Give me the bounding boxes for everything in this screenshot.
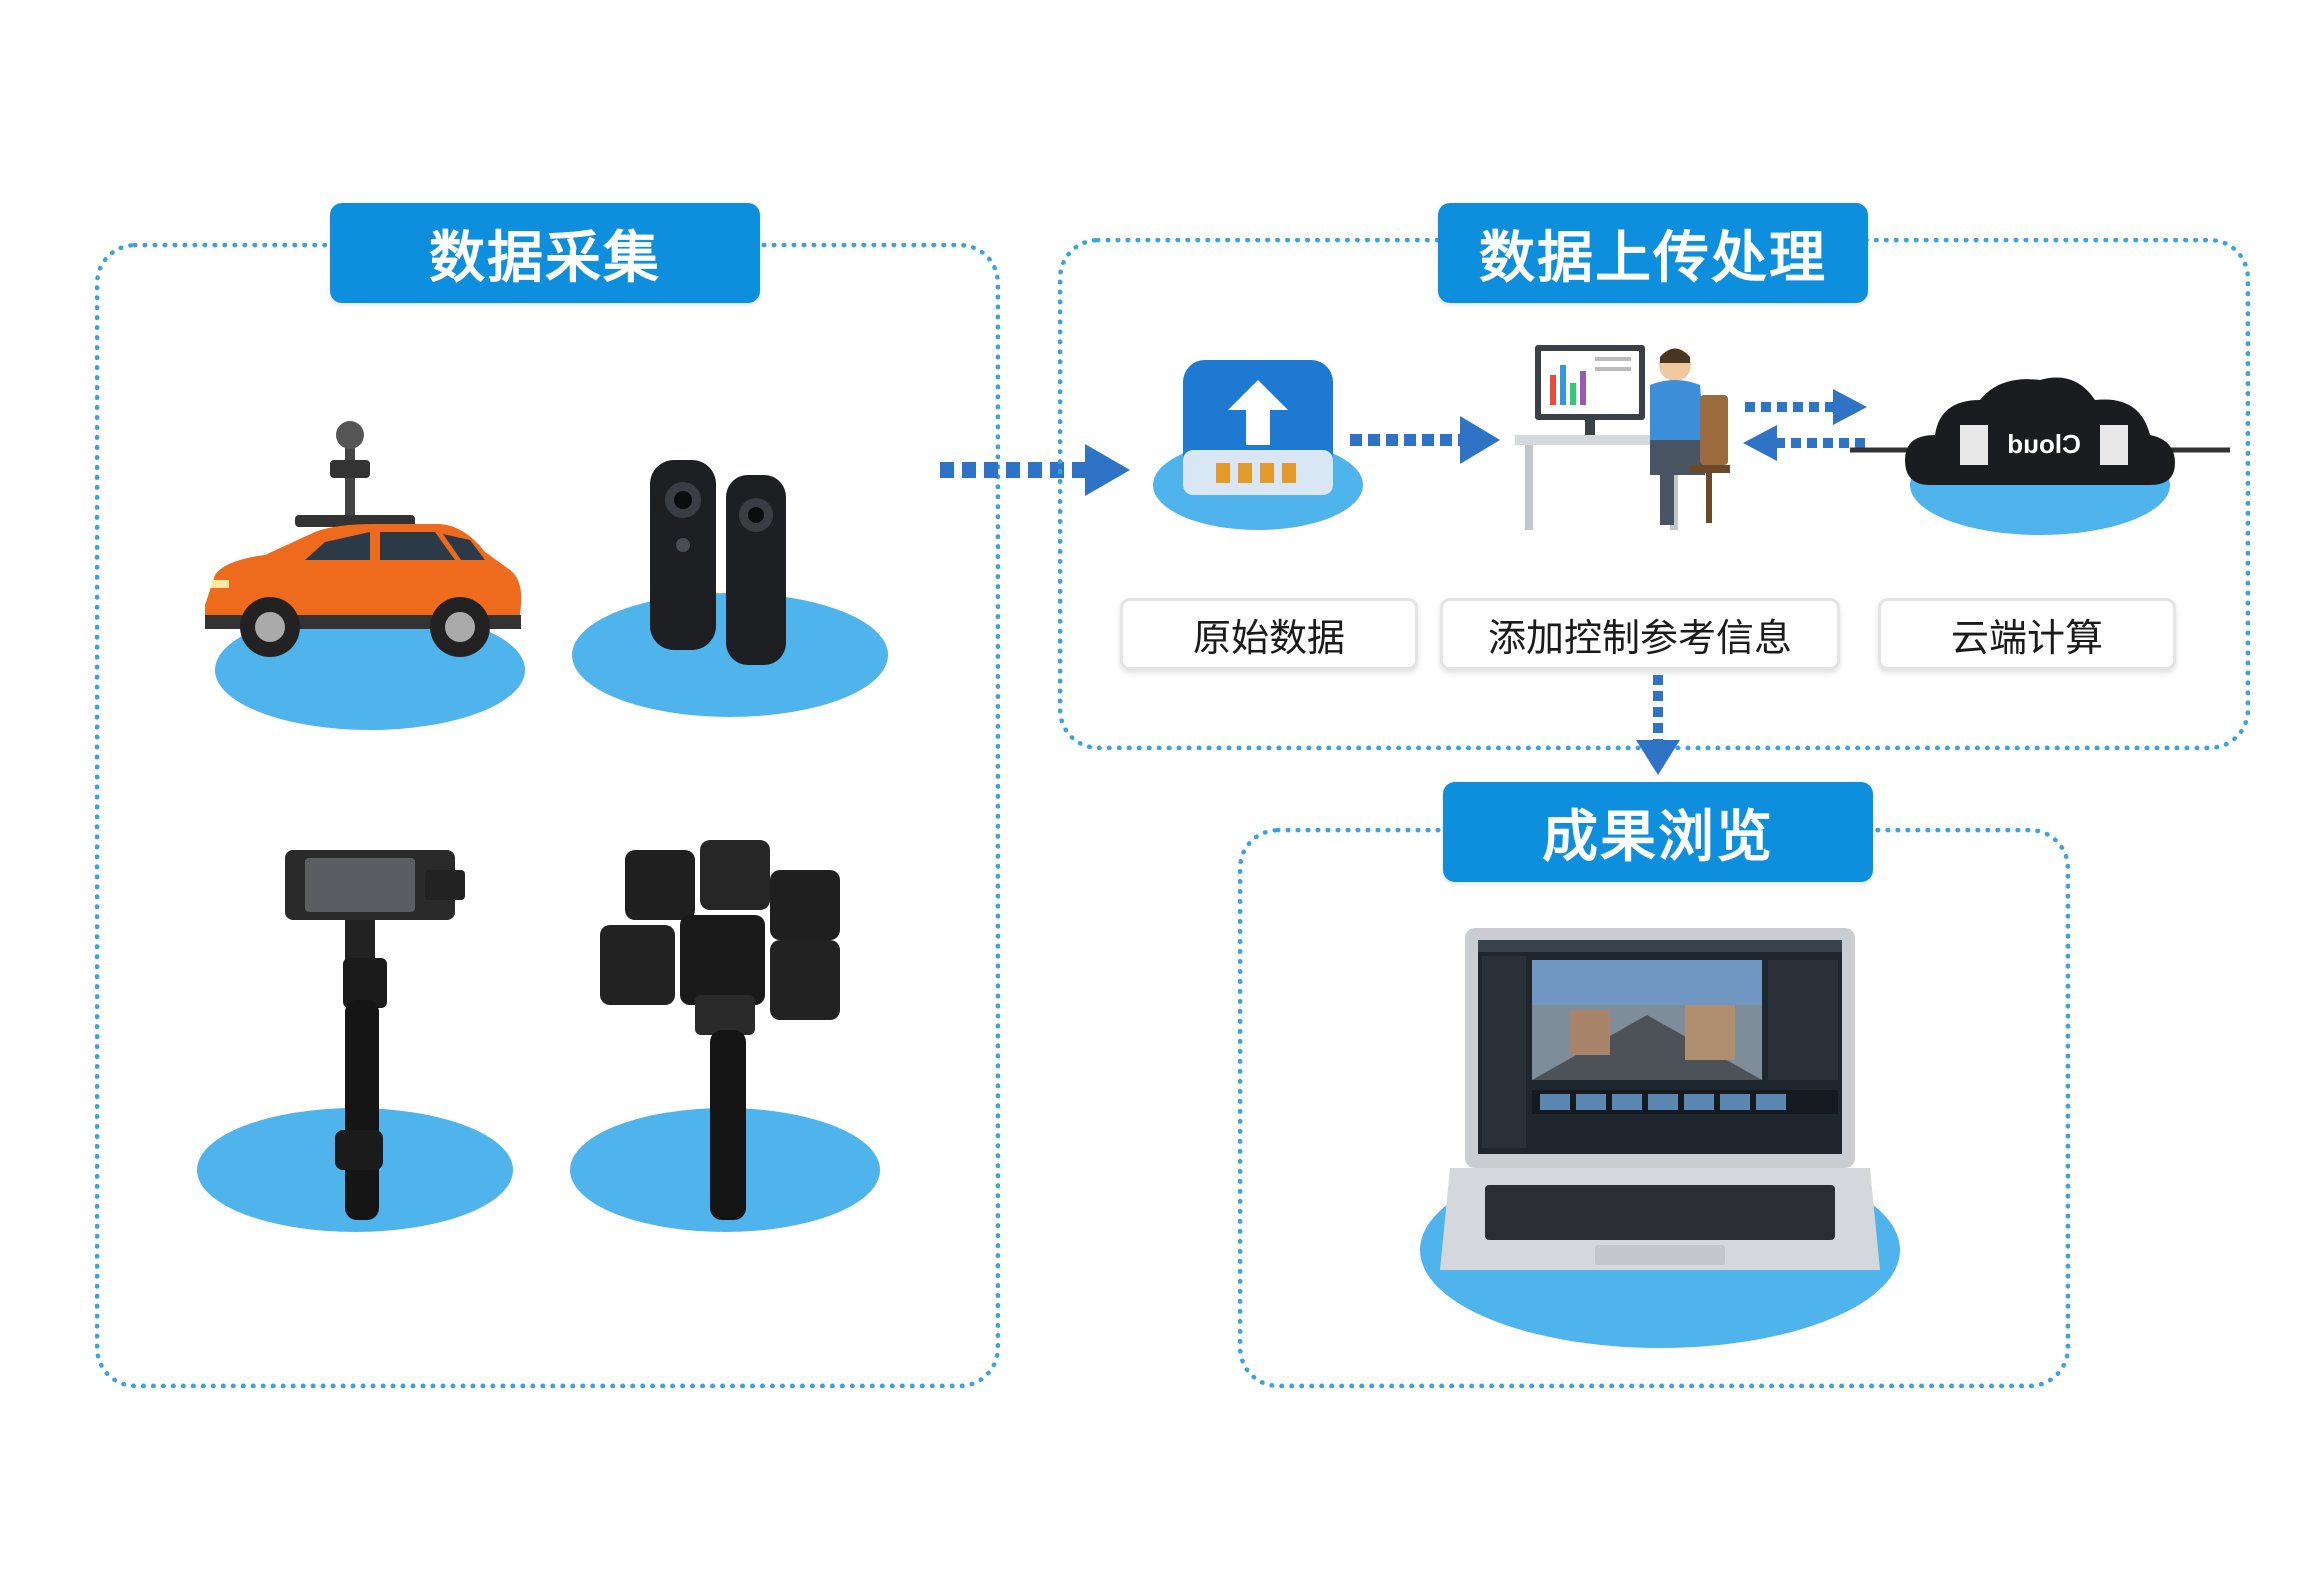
- flow-arrow-collection-to-upload: [940, 444, 1130, 496]
- browse-title: 成果浏览: [1443, 782, 1873, 882]
- upload-title: 数据上传处理: [1438, 203, 1868, 303]
- cloud-icon-text: Cloud: [2007, 429, 2081, 459]
- cloud-computing-icon: Cloud: [1850, 377, 2230, 535]
- upload-storage-icon: [1153, 360, 1363, 530]
- handheld-gimbal-icon: [197, 850, 513, 1232]
- dual-panoramic-camera-icon: [572, 460, 888, 717]
- operator-workstation-icon: [1515, 345, 1730, 530]
- flow-arrow-workstation-cloud: [1743, 389, 1867, 461]
- label-cloud-computing: 云端计算: [1878, 598, 2176, 670]
- label-add-control-info: 添加控制参考信息: [1440, 598, 1840, 670]
- flow-arrow-upload-to-workstation: [1350, 416, 1500, 464]
- collection-title: 数据采集: [330, 203, 760, 303]
- label-raw-data: 原始数据: [1120, 598, 1418, 670]
- laptop-icon: [1420, 928, 1900, 1348]
- car-icon: [205, 421, 525, 730]
- multi-lens-panoramic-rig-icon: [570, 840, 880, 1232]
- flow-arrow-down-to-browse: [1636, 675, 1680, 775]
